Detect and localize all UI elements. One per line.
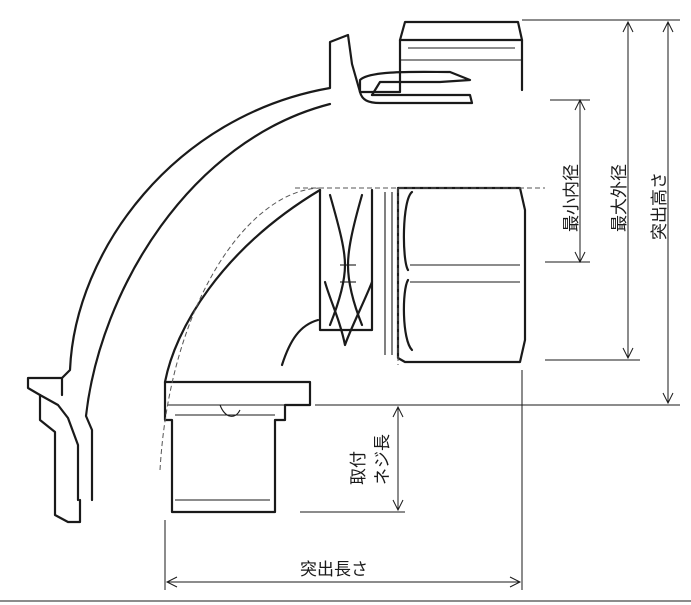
top-nut: [398, 20, 524, 49]
extension-lines: [164, 19, 680, 590]
label-max-outer-diameter: 最大外径: [610, 164, 630, 232]
hex-nut: [384, 186, 527, 364]
label-mount-thread-length-2: ネジ長: [373, 434, 393, 485]
thread-section: [163, 380, 312, 514]
spring-clip: [358, 59, 522, 105]
label-protrusion-height: 突出高さ: [650, 172, 670, 240]
label-protrusion-length: 突出長さ: [300, 560, 368, 580]
hidden-lines: [159, 187, 545, 471]
dimension-lines: [165, 20, 674, 588]
label-mount-thread-length-1: 取付: [349, 451, 369, 485]
dimension-labels: 最小内径 最大外径 突出高さ 取付 ネジ長 突出長さ: [300, 164, 670, 580]
elbow-body: [26, 33, 524, 524]
ferrule-ring: [318, 188, 374, 347]
label-min-inner-diameter: 最小内径: [562, 164, 582, 232]
